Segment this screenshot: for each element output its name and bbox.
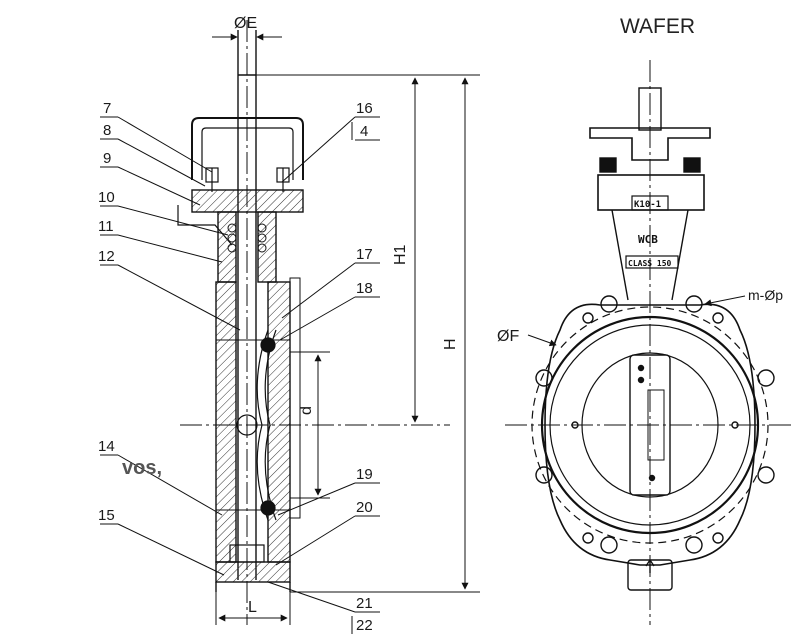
dim-height-total: H bbox=[442, 338, 459, 350]
neck-left bbox=[217, 211, 237, 283]
dimension-labels: ØE H1 H d L bbox=[234, 15, 459, 616]
part-number-22: 22 bbox=[356, 617, 373, 634]
part-number-14: 14 bbox=[98, 438, 115, 455]
dimension-lines bbox=[212, 33, 480, 625]
part-number-17: 17 bbox=[356, 246, 373, 263]
neck-right bbox=[257, 211, 277, 283]
size-marking: K10-1 bbox=[634, 200, 661, 210]
part-number-16: 16 bbox=[356, 100, 373, 117]
front-leaders bbox=[527, 295, 746, 347]
dim-height-top: H1 bbox=[392, 244, 409, 265]
dim-stem-diameter: ØE bbox=[234, 15, 257, 32]
packing-rings bbox=[227, 223, 267, 253]
part-number-15: 15 bbox=[98, 507, 115, 524]
neck-bolts bbox=[599, 157, 701, 173]
view-title: WAFER bbox=[620, 15, 695, 38]
front-view bbox=[505, 60, 791, 625]
front-center-lines bbox=[505, 60, 791, 625]
dim-bolt-holes: m-Øp bbox=[748, 287, 783, 303]
dim-bore: d bbox=[298, 406, 315, 415]
disc-bolts bbox=[637, 364, 656, 482]
part-number-19: 19 bbox=[356, 466, 373, 483]
part-number-21: 21 bbox=[356, 595, 373, 612]
neck-taper bbox=[611, 209, 689, 301]
bottom-plug bbox=[215, 544, 291, 592]
material-marking: WCB bbox=[638, 233, 658, 246]
body-outline bbox=[544, 303, 756, 566]
part-number-20: 20 bbox=[356, 499, 373, 516]
part-number-11: 11 bbox=[98, 218, 114, 235]
part-number-4: 4 bbox=[360, 123, 368, 140]
part-number-9: 9 bbox=[103, 150, 111, 167]
mounting-pad bbox=[589, 127, 711, 161]
bolt-holes bbox=[535, 295, 775, 554]
part-number-10: 10 bbox=[98, 189, 115, 206]
dim-face-to-face: L bbox=[248, 599, 257, 616]
section-view bbox=[177, 20, 450, 625]
dim-flange-circle: ØF bbox=[497, 328, 519, 345]
valve-body bbox=[215, 277, 301, 563]
part-number-12: 12 bbox=[98, 248, 115, 265]
part-number-7: 7 bbox=[103, 100, 111, 117]
part-number-8: 8 bbox=[103, 122, 111, 139]
class-marking: CLASS 150 bbox=[628, 259, 672, 268]
class-plate bbox=[625, 255, 679, 269]
part-number-18: 18 bbox=[356, 280, 373, 297]
stray-text: vos, bbox=[122, 457, 162, 479]
part-numbers: 7 8 9 10 11 12 14 15 16 4 17 18 19 20 21… bbox=[98, 100, 373, 634]
part-leaders bbox=[100, 116, 380, 613]
